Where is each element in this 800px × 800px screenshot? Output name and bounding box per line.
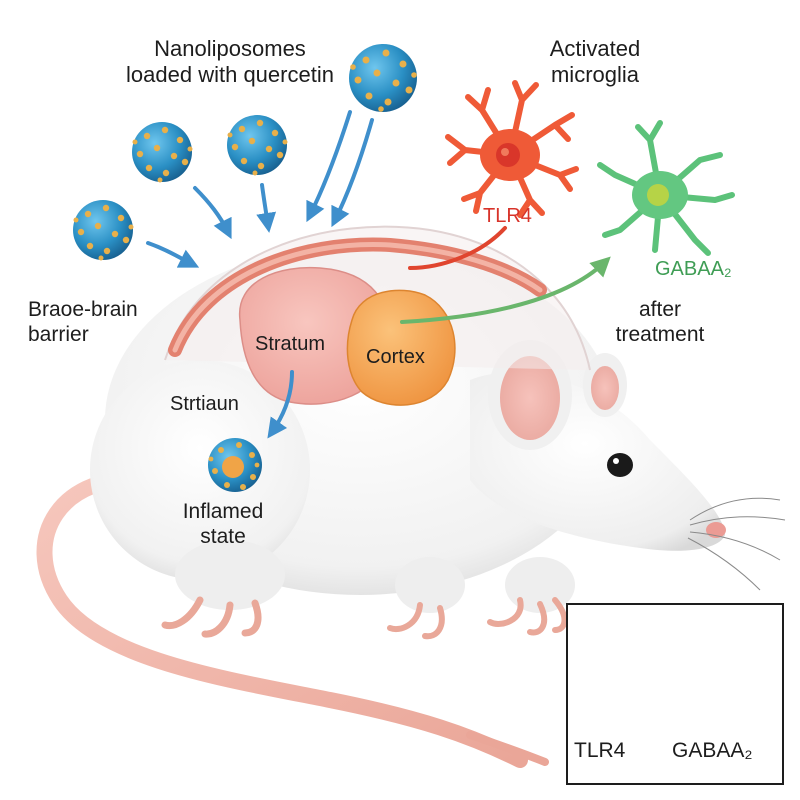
arrow-icon: [256, 183, 277, 233]
nanoparticle-icon: [132, 122, 193, 183]
arrow-icon: [193, 186, 232, 240]
gabaa2-label: GABAA₂: [655, 258, 732, 280]
tlr4-label: TLR4: [483, 205, 532, 227]
inflamed-nanoparticle-icon: [208, 438, 262, 492]
mid-foot: [387, 602, 445, 640]
rat-tail: [36, 471, 528, 768]
resting-microglia-icon: [597, 120, 735, 256]
after-treatment-label-line2: treatment: [615, 322, 705, 346]
striatum-label: Strtiaun: [170, 393, 239, 415]
nanoparticle-icon: [73, 200, 134, 261]
whiskers: [687, 497, 786, 591]
nanoliposomes-label-line1: Nanoliposomes: [154, 36, 306, 61]
rat-tail-tip: [466, 731, 549, 766]
arrow-icon: [306, 110, 352, 223]
activated-microglia-label-line1: Activated: [549, 36, 641, 61]
inflamed-state-label-line1: Inflamed: [182, 500, 264, 523]
arrow-icon: [146, 241, 200, 268]
rat-nose: [706, 522, 726, 538]
tlr4-connector: [408, 226, 507, 270]
cortex-label: Cortex: [366, 346, 425, 368]
bbb-label-line1: Braoe-brain: [28, 298, 138, 321]
inset-panel: TLR4 GABAA₂: [566, 603, 784, 785]
inset-gabaa2-label: GABAA₂: [672, 739, 753, 762]
after-treatment-label-line1: after: [638, 298, 682, 321]
activated-microglia-label-line2: microglia: [550, 61, 640, 87]
inflamed-state-label-line2: state: [200, 524, 246, 548]
blood-brain-barrier-label: Braoe-brain barrier: [28, 298, 138, 348]
nanoparticle-icon: [349, 44, 417, 112]
inset-tlr4-label: TLR4: [574, 739, 626, 762]
front-foot: [487, 597, 568, 636]
activated-microglia-icon: [445, 80, 579, 218]
stratum-label: Stratum: [255, 333, 326, 355]
activated-microglia-label: Activated microglia: [515, 36, 675, 88]
arrow-icon: [331, 118, 374, 228]
nanoliposomes-label: Nanoliposomes loaded with quercetin: [80, 36, 380, 88]
hind-foot: [161, 596, 262, 638]
inflamed-state-label: Inflamed state: [158, 500, 288, 550]
rat-eye: [607, 453, 633, 477]
nanoparticle-icon: [227, 115, 288, 176]
nanoliposomes-label-line2: loaded with quercetin: [126, 61, 334, 87]
nanoparticles: [73, 44, 417, 492]
arrow-icon: [267, 370, 294, 439]
after-treatment-label: after treatment: [590, 298, 730, 348]
bbb-label-line2: barrier: [28, 322, 89, 346]
after-treatment-arrow: [400, 256, 611, 324]
nanoparticle-flow-arrows: [146, 110, 374, 439]
